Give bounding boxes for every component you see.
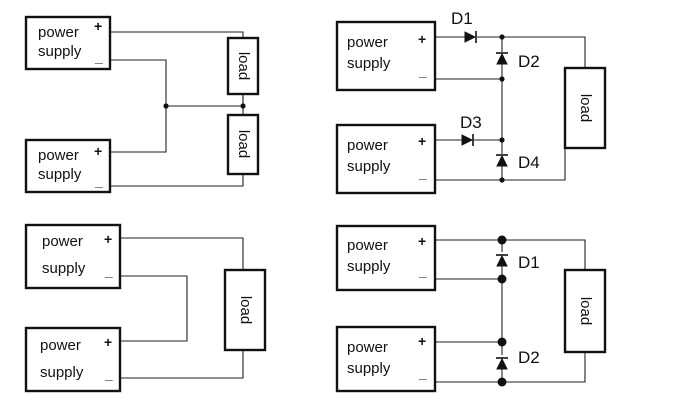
junction-dot: [499, 137, 505, 143]
junction-dot: [497, 377, 507, 387]
plus-terminal-label: +: [94, 143, 102, 159]
supply-label-line2: supply: [42, 260, 86, 277]
minus-terminal-label: _: [104, 366, 113, 382]
load-box: load: [563, 268, 607, 354]
plus-terminal-label: +: [418, 133, 426, 149]
diode-label-d2: D2: [518, 52, 540, 71]
power-supply-box: power supply + _: [335, 20, 437, 92]
diode-d4: [496, 154, 508, 167]
diode-label-d1: D1: [451, 9, 473, 28]
junction-dot: [497, 235, 507, 245]
plus-terminal-label: +: [104, 334, 112, 350]
load-label: load: [577, 297, 594, 325]
power-supply-box: power supply + _: [24, 223, 122, 290]
circuit-diode-series: D1 D2 power supply + _ power supply + _ …: [335, 224, 607, 393]
minus-terminal-label: _: [418, 365, 427, 381]
power-supply-box: power supply + _: [24, 138, 112, 194]
supply-label-line2: supply: [40, 364, 84, 381]
diode-d1: [464, 31, 477, 43]
junction-dot: [240, 103, 246, 109]
supply-label-line1: power: [40, 337, 81, 354]
wire: [110, 31, 244, 38]
supply-label-line2: supply: [38, 166, 82, 183]
wire: [435, 239, 586, 270]
diode-d3: [461, 134, 474, 146]
wire: [120, 275, 188, 342]
circuit-series: power supply + _ power supply + _ load l…: [24, 15, 260, 194]
diode-d2: [496, 357, 508, 370]
plus-terminal-label: +: [418, 31, 426, 47]
load-box: load: [226, 36, 260, 96]
load-label: load: [235, 130, 252, 158]
wire: [435, 352, 586, 383]
wire: [110, 174, 244, 187]
power-supply-box: power supply + _: [335, 123, 437, 195]
diode-label-d3: D3: [460, 113, 482, 132]
diode-d1: [496, 254, 508, 267]
junction-dot: [499, 177, 505, 183]
wire: [110, 59, 244, 107]
wire: [435, 148, 566, 181]
load-label: load: [235, 52, 252, 80]
power-supply-box: power supply + _: [335, 325, 437, 393]
circuit-series-single-load: power supply + _ power supply + _ load: [24, 223, 267, 393]
supply-label-line2: supply: [347, 55, 391, 72]
supply-label-line2: supply: [347, 158, 391, 175]
power-supply-box: power supply + _: [24, 326, 122, 393]
supply-label-line1: power: [347, 237, 388, 254]
supply-label-line2: supply: [38, 43, 82, 60]
wire: [120, 237, 244, 270]
plus-terminal-label: +: [104, 231, 112, 247]
minus-terminal-label: _: [418, 263, 427, 279]
minus-terminal-label: _: [104, 263, 113, 279]
supply-label-line1: power: [38, 147, 79, 164]
power-supply-box: power supply + _: [24, 15, 112, 71]
supply-label-line2: supply: [347, 360, 391, 377]
supply-label-line1: power: [347, 339, 388, 356]
circuit-diode-parallel: D1 D2 D3 D4 power supply + _ power suppl…: [335, 9, 607, 195]
minus-terminal-label: _: [94, 49, 103, 65]
load-label: load: [237, 296, 254, 324]
diode-label-d4: D4: [518, 153, 540, 172]
supply-label-line1: power: [347, 137, 388, 154]
plus-terminal-label: +: [418, 333, 426, 349]
plus-terminal-label: +: [418, 233, 426, 249]
diode-label-d1: D1: [518, 253, 540, 272]
junction-dot: [163, 103, 169, 109]
load-box: load: [226, 113, 260, 176]
diode-d2: [496, 52, 508, 65]
minus-terminal-label: _: [418, 165, 427, 181]
junction-dot: [499, 34, 505, 40]
minus-terminal-label: _: [418, 63, 427, 79]
supply-label-line1: power: [42, 233, 83, 250]
load-label: load: [577, 94, 594, 122]
junction-dot: [499, 76, 505, 82]
supply-label-line2: supply: [347, 258, 391, 275]
supply-label-line1: power: [38, 24, 79, 41]
junction-dot: [497, 274, 507, 284]
power-supply-box: power supply + _: [335, 224, 437, 292]
wire: [477, 36, 586, 68]
wire: [120, 350, 244, 379]
diode-label-d2: D2: [518, 348, 540, 367]
minus-terminal-label: _: [94, 173, 103, 189]
load-box: load: [563, 66, 607, 150]
supply-label-line1: power: [347, 34, 388, 51]
junction-dot: [497, 337, 507, 347]
load-box: load: [223, 268, 267, 352]
wire: [110, 106, 167, 153]
plus-terminal-label: +: [94, 18, 102, 34]
